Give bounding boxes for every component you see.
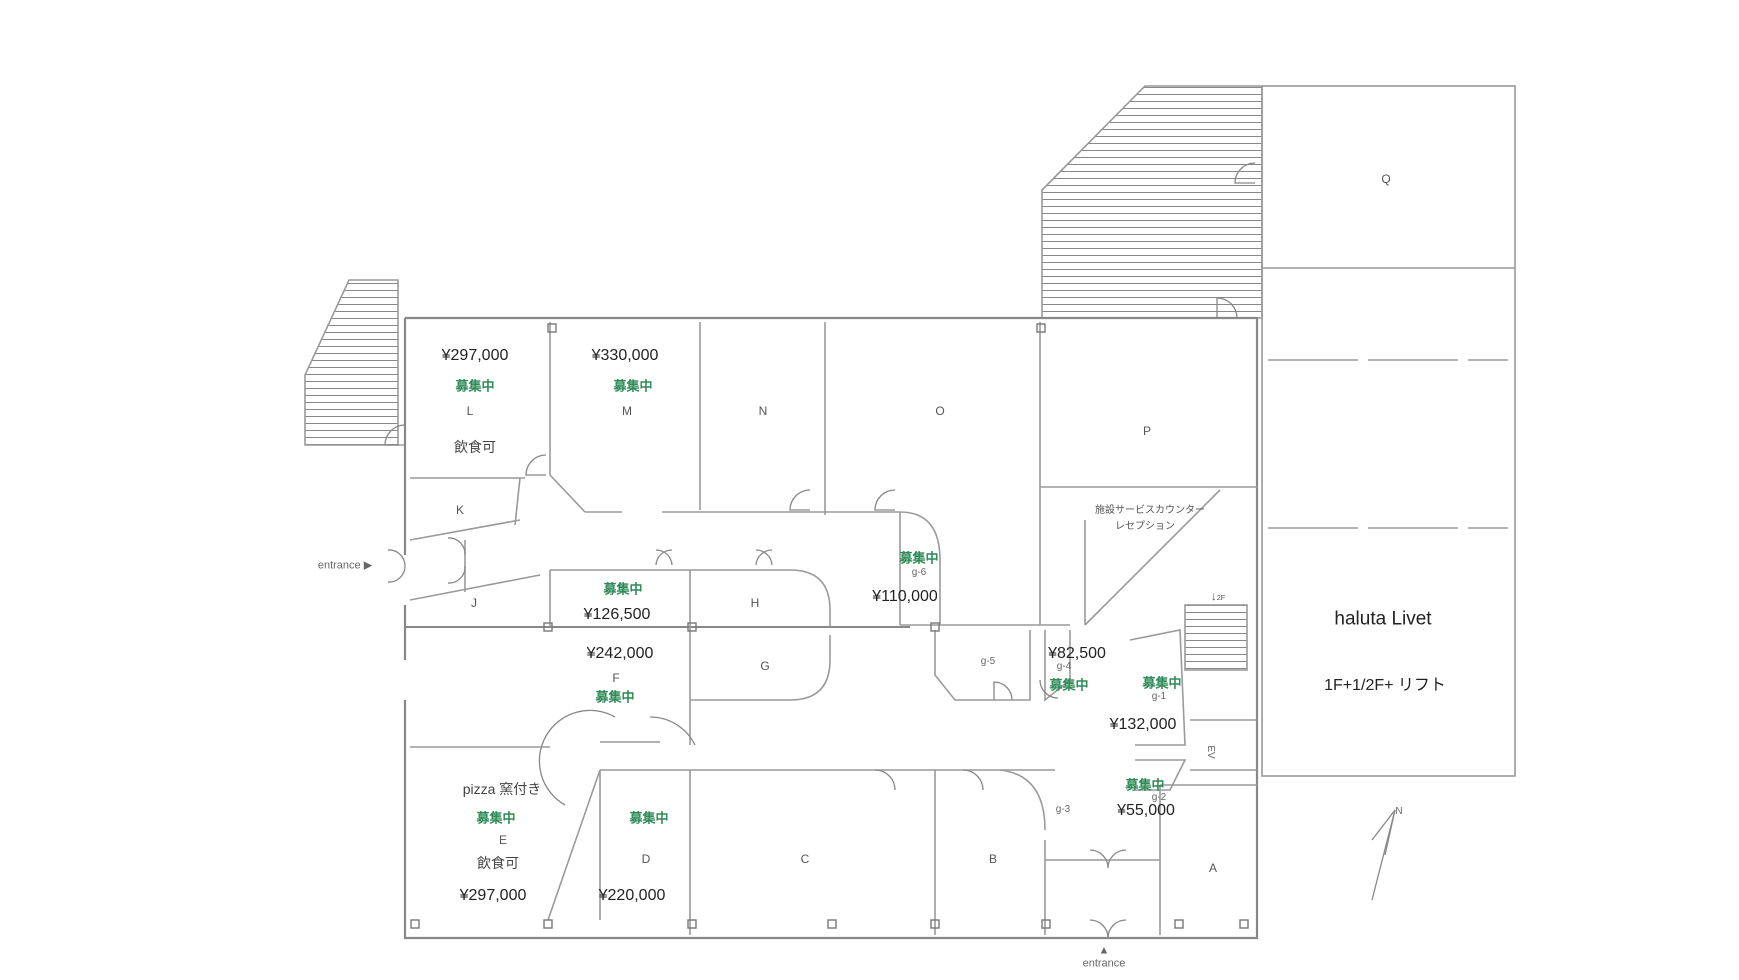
north-arrow xyxy=(1371,809,1396,901)
haluta-building xyxy=(1261,85,1516,777)
main-building-outline xyxy=(403,316,1259,940)
ramp-top xyxy=(1041,85,1263,319)
ramp-left xyxy=(304,279,399,446)
stairs xyxy=(1184,604,1248,671)
